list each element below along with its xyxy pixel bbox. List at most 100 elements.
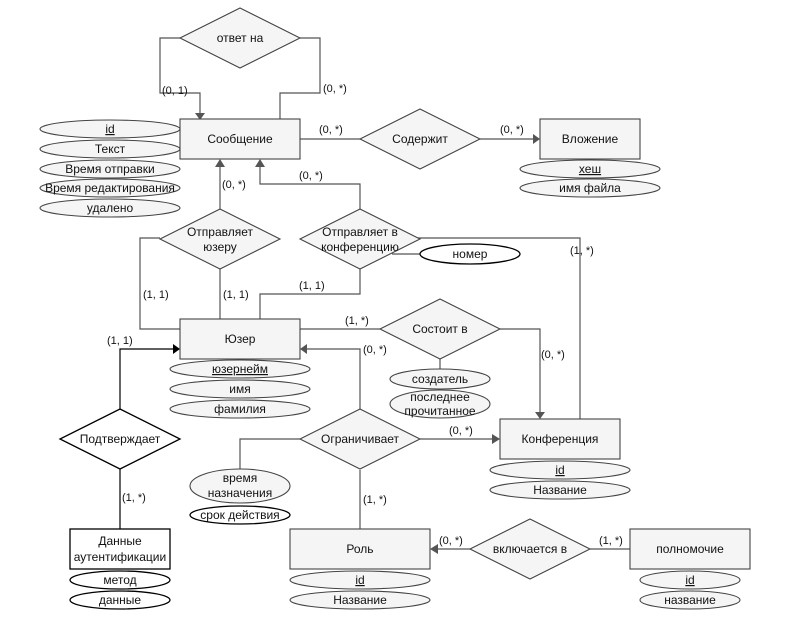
entity-attachment-label: Вложение bbox=[562, 132, 619, 146]
cardinality-reply-in: (0, 1) bbox=[162, 85, 188, 97]
attribute-restricts-validity[interactable]: срок действия bbox=[189, 505, 291, 525]
attribute-permission-id[interactable]: id bbox=[639, 570, 741, 590]
attribute-restricts-time-label-2: назначения bbox=[208, 486, 272, 500]
edge-restricts-time bbox=[239, 438, 300, 470]
cardinality-sends-user-message: (0, *) bbox=[222, 179, 246, 191]
edge-reply-to-in bbox=[159, 37, 201, 114]
attribute-permission-id-label: id bbox=[685, 573, 694, 587]
relationship-contains-label: Содержит bbox=[392, 132, 448, 146]
attribute-role-name-label: Название bbox=[333, 593, 387, 607]
relationship-sends-to-conference-label-1: Отправляет в bbox=[322, 225, 398, 239]
relationship-sends-to-user-label-2: юзеру bbox=[203, 240, 237, 254]
relationship-included-in-label: включается в bbox=[493, 542, 567, 556]
relationship-restricts-label: Ограничивает bbox=[321, 432, 400, 446]
attribute-message-deleted[interactable]: удалено bbox=[39, 198, 181, 218]
cardinality-member-conference: (0, *) bbox=[541, 349, 565, 361]
cardinality-labels: (0, 1) (0, *) (0, *) (0, *) (0, *) (0, *… bbox=[107, 83, 623, 547]
attribute-user-surname[interactable]: фамилия bbox=[169, 399, 311, 419]
entity-permission[interactable]: полномочие bbox=[629, 528, 751, 570]
attribute-conference-name-label: Название bbox=[533, 483, 587, 497]
attribute-message-deleted-label: удалено bbox=[87, 201, 134, 215]
attribute-member-creator-label: создатель bbox=[412, 372, 468, 386]
attribute-member-last-read[interactable]: последнее прочитанное bbox=[389, 389, 491, 419]
edge-sends-conf-message bbox=[259, 166, 361, 210]
cardinality-reply-out: (0, *) bbox=[323, 83, 347, 95]
attribute-member-last-read-label-2: прочитанное bbox=[404, 404, 476, 418]
arrowhead-included bbox=[430, 544, 438, 554]
attribute-user-username[interactable]: юзернейм bbox=[169, 359, 311, 379]
cardinality-restricts-conference: (0, *) bbox=[449, 425, 473, 437]
attribute-restricts-time[interactable]: время назначения bbox=[189, 468, 291, 504]
cardinality-confirms-auth: (1, *) bbox=[122, 492, 146, 504]
cardinality-sends-conf-user: (1, 1) bbox=[299, 280, 325, 292]
arrowhead-sends-user bbox=[215, 159, 225, 167]
entity-conference[interactable]: Конференция bbox=[499, 418, 621, 460]
relationship-sends-to-conference[interactable]: Отправляет в конференцию bbox=[298, 208, 422, 270]
entity-message-label: Сообщение bbox=[207, 132, 273, 146]
cardinality-restricts-user: (0, *) bbox=[363, 344, 387, 356]
attribute-restricts-validity-label: срок действия bbox=[200, 508, 279, 522]
attribute-conference-id[interactable]: id bbox=[489, 460, 631, 480]
attribute-member-creator[interactable]: создатель bbox=[389, 368, 491, 390]
relationship-confirms[interactable]: Подтверждает bbox=[58, 408, 182, 470]
attribute-message-edit-time[interactable]: Время редактирования bbox=[39, 178, 181, 198]
attribute-conference-id-label: id bbox=[555, 463, 564, 477]
attribute-auth-data[interactable]: данные bbox=[69, 590, 171, 610]
attribute-message-text[interactable]: Текст bbox=[39, 139, 181, 159]
entity-permission-label: полномочие bbox=[656, 542, 724, 556]
relationship-member-of-label: Состоит в bbox=[412, 322, 467, 336]
relationship-sends-to-user-label-1: Отправляет bbox=[187, 225, 254, 239]
attribute-permission-name[interactable]: название bbox=[639, 590, 741, 610]
entity-user-label: Юзер bbox=[225, 332, 256, 346]
attribute-message-edit-time-label: Время редактирования bbox=[45, 181, 175, 195]
edge-sends-user-left bbox=[139, 237, 180, 330]
edge-member-conference bbox=[500, 328, 541, 413]
attribute-restricts-time-label-1: время bbox=[223, 471, 257, 485]
cardinality-sends-user-left: (1, 1) bbox=[143, 289, 169, 301]
entity-attachment[interactable]: Вложение bbox=[539, 118, 641, 160]
entity-auth-data[interactable]: Данные аутентификации bbox=[69, 528, 171, 570]
attribute-auth-method[interactable]: метод bbox=[69, 570, 171, 590]
attribute-message-sent-time-label: Время отправки bbox=[65, 162, 155, 176]
attribute-role-id[interactable]: id bbox=[289, 570, 431, 590]
entity-role[interactable]: Роль bbox=[289, 528, 431, 570]
arrowhead-sends-conf bbox=[255, 159, 265, 167]
cardinality-sends-user-bottom: (1, 1) bbox=[223, 289, 249, 301]
entity-message[interactable]: Сообщение bbox=[179, 118, 301, 160]
edge-sends-conf-conference bbox=[405, 237, 581, 419]
attribute-role-name[interactable]: Название bbox=[289, 590, 431, 610]
attribute-auth-method-label: метод bbox=[103, 573, 136, 587]
attribute-sends-conf-number-label: номер bbox=[453, 247, 488, 261]
arrowhead-restricts-user bbox=[300, 344, 307, 354]
attribute-permission-name-label: название bbox=[664, 593, 716, 607]
attribute-attachment-filename[interactable]: имя файла bbox=[519, 178, 661, 198]
cardinality-member-user: (1, *) bbox=[345, 315, 369, 327]
cardinality-included-permission: (1, *) bbox=[599, 535, 623, 547]
attribute-attachment-hash[interactable]: хеш bbox=[519, 159, 661, 179]
edge-restricts-user bbox=[306, 348, 361, 410]
cardinality-restricts-role: (1, *) bbox=[363, 494, 387, 506]
attribute-message-id-label: id bbox=[105, 122, 114, 136]
relationship-included-in[interactable]: включается в bbox=[468, 518, 592, 580]
relationship-reply-to[interactable]: ответ на bbox=[178, 7, 302, 69]
relationship-member-of[interactable]: Состоит в bbox=[378, 298, 502, 360]
cardinality-contains-message: (0, *) bbox=[319, 124, 343, 136]
attribute-message-id[interactable]: id bbox=[39, 119, 181, 139]
attribute-message-sent-time[interactable]: Время отправки bbox=[39, 159, 181, 179]
relationship-sends-to-user[interactable]: Отправляет юзеру bbox=[158, 208, 282, 270]
entity-user[interactable]: Юзер bbox=[179, 318, 301, 360]
arrowhead-member bbox=[535, 412, 545, 419]
relationship-reply-to-label: ответ на bbox=[217, 31, 264, 45]
arrowhead-reply-to bbox=[195, 113, 205, 120]
edge-sends-conf-user bbox=[259, 268, 361, 319]
connectors bbox=[119, 37, 630, 554]
relationship-restricts[interactable]: Ограничивает bbox=[298, 408, 422, 470]
attribute-conference-name[interactable]: Название bbox=[489, 480, 631, 500]
relationship-contains[interactable]: Содержит bbox=[358, 108, 482, 170]
attribute-user-name[interactable]: имя bbox=[169, 379, 311, 399]
attribute-sends-conf-number[interactable]: номер bbox=[419, 243, 521, 265]
cardinality-contains-attachment: (0, *) bbox=[500, 124, 524, 136]
cardinality-sends-conf-conference: (1, *) bbox=[570, 245, 594, 257]
relationship-confirms-label: Подтверждает bbox=[80, 432, 161, 446]
